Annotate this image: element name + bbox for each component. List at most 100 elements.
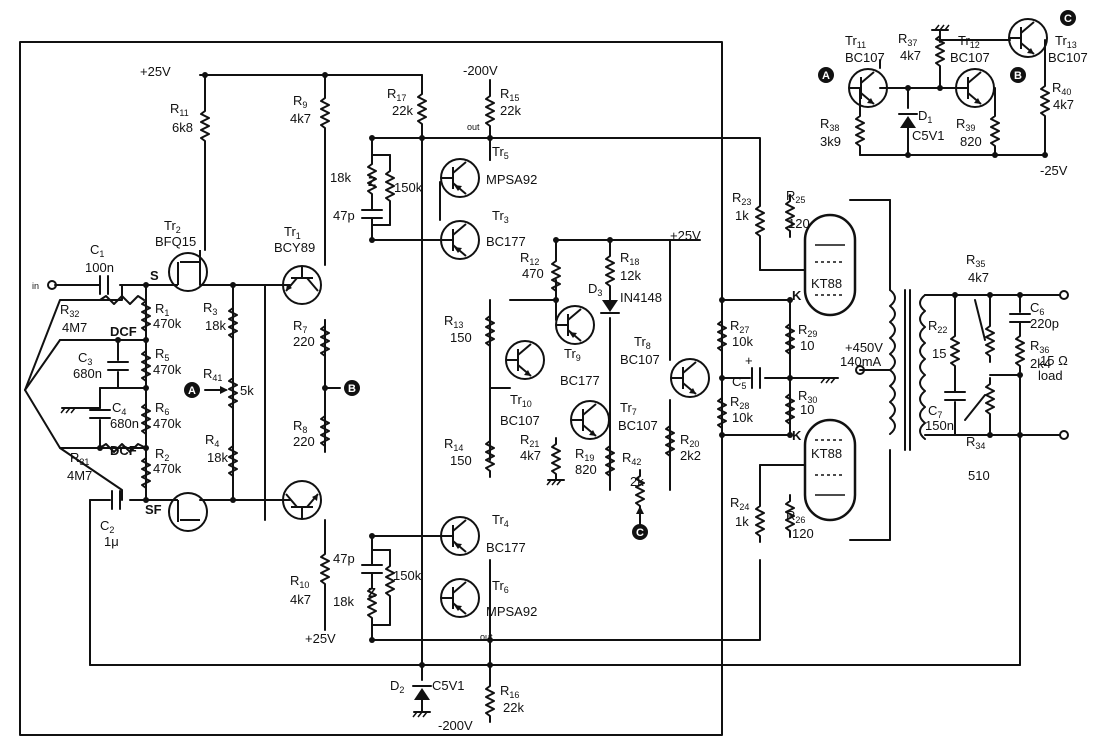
ref-r10: R10	[290, 573, 309, 590]
ref-r31: R31	[70, 450, 89, 467]
value-c4: 680n	[110, 416, 139, 431]
value-z1-18k: 18k	[330, 170, 351, 185]
value-r14: 150	[450, 453, 472, 468]
value-tr2: BFQ15	[155, 234, 196, 249]
ref-r19: R19	[575, 446, 594, 463]
pin-k: K	[792, 428, 802, 443]
ref-r13: R13	[444, 313, 463, 330]
fet-tr2	[168, 250, 208, 292]
resistor-r15	[485, 89, 495, 133]
capacitor-c2	[111, 490, 121, 510]
transistor-tr9	[555, 305, 595, 345]
value-r34: 510	[968, 468, 990, 483]
transistor-tr13	[1008, 18, 1048, 58]
value-r41: 5k	[240, 383, 254, 398]
ref-c5: C5	[732, 374, 746, 391]
value-tr6: MPSA92	[486, 604, 537, 619]
ref-r30: R30	[798, 388, 817, 405]
value-r5: 470k	[153, 362, 182, 377]
ref-r15: R15	[500, 86, 519, 103]
output-terminal-bottom	[1059, 430, 1069, 440]
output-transformer	[859, 289, 926, 451]
transistor-tr10	[505, 340, 545, 380]
node-c-label-aux: C	[1064, 13, 1072, 25]
ref-tr2: Tr2	[164, 218, 181, 235]
ref-tr4: Tr4	[492, 512, 509, 529]
diodes	[412, 113, 918, 713]
resistor-r12	[551, 254, 561, 298]
ref-r25: R25	[786, 188, 805, 205]
resistor-r35	[985, 319, 995, 363]
supply-label: +25V	[140, 64, 171, 79]
value-r20: 2k2	[680, 448, 701, 463]
supply-label: -200V	[463, 63, 498, 78]
ground-icon	[412, 711, 431, 718]
ground-icon	[60, 407, 79, 414]
fet-sf	[168, 492, 208, 532]
resistor-r21	[551, 437, 561, 481]
valves	[803, 213, 857, 522]
value-r9: 4k7	[290, 111, 311, 126]
output-terminal-top	[1059, 290, 1069, 300]
capacitor-c4	[89, 409, 111, 419]
ref-r36: R36	[1030, 338, 1049, 355]
value-z2-18k: 18k	[333, 594, 354, 609]
pin-dcf: DCF	[110, 443, 137, 458]
value-v1: KT88	[811, 276, 842, 291]
ref-r38: R38	[820, 116, 839, 133]
resistor-r32	[99, 295, 145, 305]
value-r26: 120	[792, 526, 814, 541]
ref-r23: R23	[732, 190, 751, 207]
value-r39: 820	[960, 134, 982, 149]
resistor-r11	[200, 104, 210, 148]
node-b-marker	[344, 380, 360, 396]
ref-r12: R12	[520, 250, 539, 267]
value-r7: 220	[293, 334, 315, 349]
value-r6: 470k	[153, 416, 182, 431]
value-r32: 4M7	[62, 320, 87, 335]
ref-r14: R14	[444, 436, 463, 453]
value-r35: 4k7	[968, 270, 989, 285]
ref-tr10: Tr10	[510, 392, 532, 409]
value-tr3: BC177	[486, 234, 526, 249]
junction-dots	[97, 72, 1048, 668]
value-c2: 1μ	[104, 534, 119, 549]
resistor-r36	[1015, 329, 1025, 373]
value-c3: 680n	[73, 366, 102, 381]
resistor-r24	[755, 499, 765, 543]
value-47p: 47p	[333, 551, 355, 566]
value-r8: 220	[293, 434, 315, 449]
pin-plus: +	[745, 353, 753, 368]
resistor-r31	[99, 443, 147, 453]
ref-c2: C2	[100, 518, 114, 535]
resistor-r34	[985, 377, 995, 421]
ref-r34: R34	[966, 434, 985, 451]
node-b-label: B	[348, 383, 356, 395]
labels: +25V -200V +25V +25V -200V -25V +450V 14…	[32, 31, 1088, 733]
ref-r32: R32	[60, 302, 79, 319]
transistor-tr6	[440, 578, 480, 618]
ref-d1: D1	[918, 108, 932, 125]
diode-d3	[600, 300, 620, 314]
supply-label: -200V	[438, 718, 473, 733]
resistor-r16	[485, 679, 495, 723]
value-r27: 10k	[732, 334, 753, 349]
ref-tr3: Tr3	[492, 208, 509, 225]
input-terminal	[47, 280, 57, 290]
out-label: out	[480, 632, 493, 642]
out-label: out	[467, 122, 480, 132]
z-label: Z	[368, 585, 376, 600]
value-r15: 22k	[500, 103, 521, 118]
capacitor-c7	[944, 391, 966, 401]
value-r11: 6k8	[172, 120, 193, 135]
resistor-r22	[950, 329, 960, 373]
ref-r18: R18	[620, 250, 639, 267]
value-r21: 4k7	[520, 448, 541, 463]
value-r19: 820	[575, 462, 597, 477]
value-r12: 470	[522, 266, 544, 281]
supply-label: +25V	[670, 228, 701, 243]
transistor-tr12	[955, 68, 995, 108]
ref-r4: R4	[205, 432, 219, 449]
value-r37: 4k7	[900, 48, 921, 63]
